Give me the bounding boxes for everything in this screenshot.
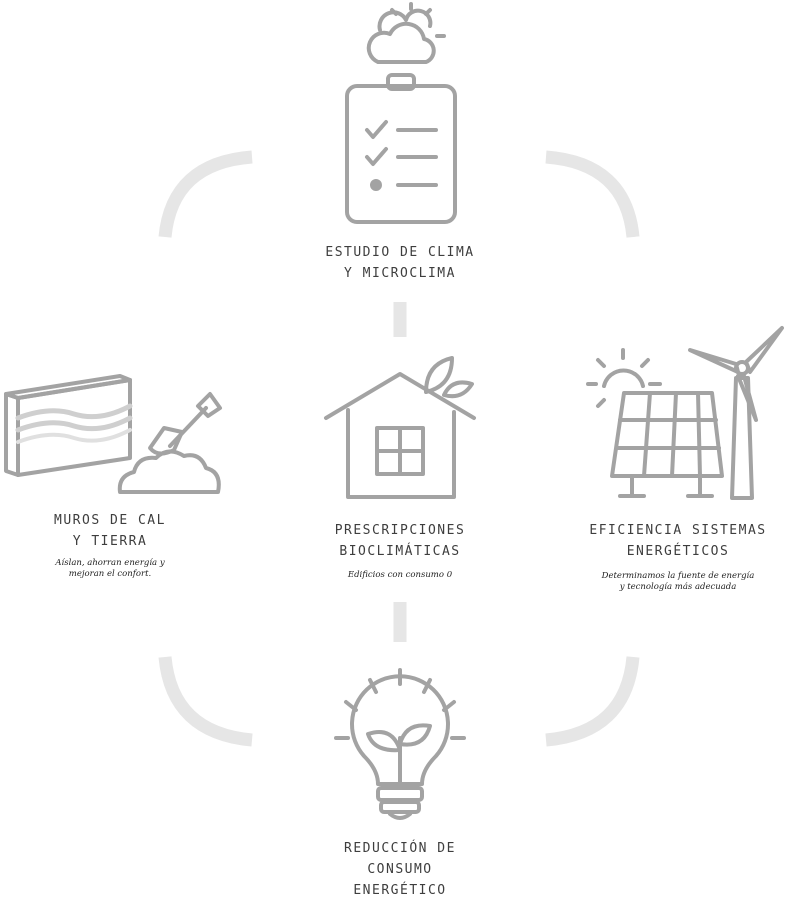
node-center-desc: Edificios con consumo 0 bbox=[300, 570, 500, 581]
node-center-desc-line1: Edificios con consumo 0 bbox=[347, 570, 453, 580]
node-right-desc-line1: Determinamos la fuente de energía bbox=[601, 571, 755, 581]
node-left-desc: Aíslan, ahorran energía y mejoran el con… bbox=[10, 558, 210, 580]
node-right-title-line1: EFICIENCIA SISTEMAS bbox=[589, 523, 767, 538]
lightbulb-plant-icon bbox=[334, 668, 466, 820]
node-top-title: ESTUDIO DE CLIMA Y MICROCLIMA bbox=[300, 242, 500, 284]
node-left-desc-line2: mejoran el confort. bbox=[68, 569, 152, 579]
wall-shovel-icon bbox=[4, 374, 222, 494]
arc-bottom-right bbox=[545, 656, 640, 747]
node-left-desc-line1: Aíslan, ahorran energía y bbox=[55, 558, 165, 568]
node-left-title-line2: Y TIERRA bbox=[72, 534, 148, 549]
solar-wind-icon bbox=[586, 326, 784, 500]
node-bottom-title-line3: ENERGÉTICO bbox=[353, 883, 447, 898]
arc-top-left bbox=[158, 150, 253, 238]
node-left-title-line1: MUROS DE CAL bbox=[54, 513, 166, 528]
node-top-title-line1: ESTUDIO DE CLIMA bbox=[325, 245, 475, 260]
node-center-title-line2: BIOCLIMÁTICAS bbox=[339, 544, 461, 559]
node-top-title-line2: Y MICROCLIMA bbox=[344, 266, 456, 281]
node-right-desc-line2: y tecnología más adecuada bbox=[619, 582, 737, 592]
node-right-title-line2: ENERGÉTICOS bbox=[626, 544, 730, 559]
node-bottom-title-line1: REDUCCIÓN DE bbox=[344, 841, 456, 856]
node-bottom-title: REDUCCIÓN DE CONSUMO ENERGÉTICO bbox=[300, 838, 500, 901]
house-leaves-icon bbox=[324, 356, 476, 499]
node-left-title: MUROS DE CAL Y TIERRA bbox=[10, 510, 210, 552]
arc-bottom-left bbox=[158, 656, 253, 747]
node-right-title: EFICIENCIA SISTEMAS ENERGÉTICOS bbox=[578, 520, 778, 562]
node-center-title: PRESCRIPCIONES BIOCLIMÁTICAS bbox=[300, 520, 500, 562]
arc-top-right bbox=[545, 150, 640, 238]
connectors bbox=[158, 150, 640, 747]
clipboard-checklist-icon bbox=[345, 2, 457, 224]
node-bottom-title-line2: CONSUMO bbox=[367, 862, 433, 877]
node-center-title-line1: PRESCRIPCIONES bbox=[334, 523, 466, 538]
node-right-desc: Determinamos la fuente de energía y tecn… bbox=[578, 571, 778, 593]
